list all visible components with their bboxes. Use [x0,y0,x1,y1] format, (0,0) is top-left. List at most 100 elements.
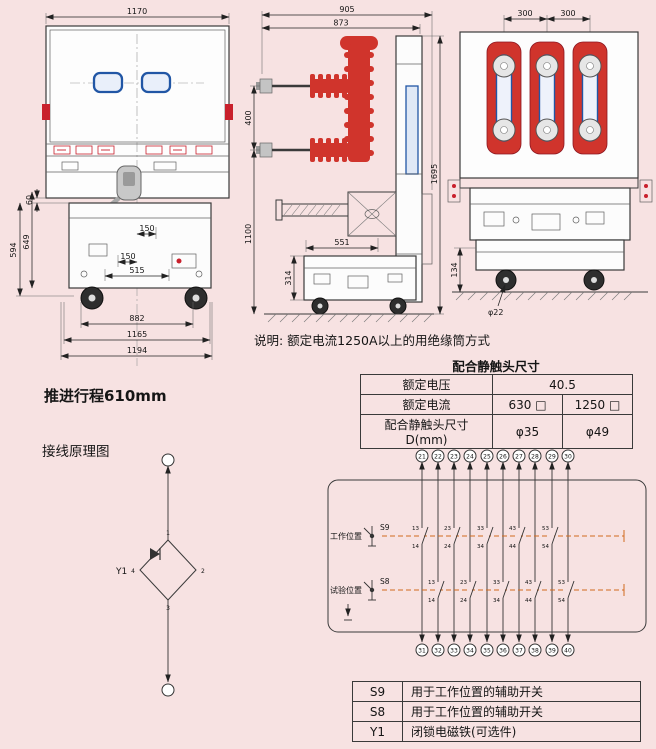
lower-bushing [256,138,350,162]
front-left-dims: 60 594 649 [9,189,74,297]
earthing-arm [275,199,349,221]
bridge-terminal-4: 4 [131,568,135,575]
panel-labels [53,145,213,155]
y1-top-terminal [161,453,175,467]
dim-label-1695: 1695 [430,164,439,184]
bottom-terminal-2: 33 [450,648,458,655]
bottom-terminal-5: 36 [499,648,507,655]
dim-label-1165: 1165 [127,330,147,339]
ground-line [264,313,434,323]
legend-desc-s9: 用于工作位置的辅助开关 [402,681,641,702]
s8-contact-4-bottom: 54 [558,598,565,604]
s8-contact-0-top: 13 [428,580,435,586]
contact-dim-35: φ35 [492,414,563,449]
top-terminal-0: 21 [418,454,426,461]
s8-contact-0-bottom: 14 [428,598,435,604]
s9-contact-0-bottom: 14 [412,544,419,550]
schematic-enclosure [327,479,647,633]
rear-dim-134: 134 [450,247,476,293]
legend-code-s9: S9 [352,681,403,702]
dim-label-134: 134 [450,262,459,277]
s8-contact-3-bottom: 44 [525,598,532,604]
dim-label-150-upper: 150 [139,224,154,233]
truck-chassis [68,202,212,289]
bottom-terminal-4: 35 [483,648,491,655]
bottom-terminal-7: 38 [531,648,539,655]
s9-contacts: 13 14 23 24 33 34 43 44 53 54 [412,526,559,550]
table-row: 配合静触头尺寸D(mm) φ35 φ49 [360,414,633,449]
dim-label-314: 314 [284,270,293,285]
s9-contact-4-top: 53 [542,526,549,532]
legend-row-y1: Y1 闭锁电磁铁(可选件) [352,721,641,742]
side-dim-314: 314 [284,255,304,301]
top-terminal-2: 23 [450,454,458,461]
s8-contact-1-top: 23 [460,580,467,586]
front-inner-dims: 150 150 515 [104,224,170,281]
legend-desc-y1: 闭锁电磁铁(可选件) [402,721,641,742]
inspection-window-right [140,71,172,94]
s8-contact-3-top: 43 [525,580,532,586]
bottom-terminal-9: 40 [564,648,572,655]
top-terminal-7: 28 [531,454,539,461]
pole-left [486,41,522,155]
legend-table: S9 用于工作位置的辅助开关 S8 用于工作位置的辅助开关 Y1 闭锁电磁铁(可… [352,681,641,742]
s8-contacts: 13 14 23 24 33 34 43 44 53 54 [428,580,575,604]
front-bottom-dims: 882 1165 1194 [60,302,213,360]
test-position-label: 试验位置 [330,585,362,595]
dim-label-551: 551 [334,238,349,247]
bottom-terminal-0: 31 [418,648,426,655]
rated-voltage-value: 40.5 [492,374,633,395]
front-wheels [80,286,208,310]
s8-position-switch [363,580,376,601]
legend-code-y1: Y1 [352,721,403,742]
dim-label-150-lower: 150 [120,252,135,261]
s9-contact-0-top: 13 [412,526,419,532]
bottom-terminal-3: 34 [466,648,474,655]
indicator-dot [176,258,182,264]
interlock-symbol [344,604,352,621]
bottom-terminal-8: 39 [548,648,556,655]
s8-contact-2-bottom: 34 [493,598,500,604]
legend-code-s8: S8 [352,701,403,722]
rated-current-630: 630 □ [492,394,563,415]
s9-contact-2-top: 33 [477,526,484,532]
top-terminal-8: 29 [548,454,556,461]
cabinet-front [42,25,233,366]
s8-contact-1-bottom: 24 [460,598,467,604]
wheel-diameter-callout: φ22 [488,284,506,317]
contact-table-title: 配合静触头尺寸 [452,359,540,374]
pole-insulator-column [340,36,378,162]
s9-contact-2-bottom: 34 [477,544,484,550]
rear-view-drawing: 300 300 [447,9,653,317]
dim-label-300-right: 300 [560,9,575,18]
bridge-terminal-1: 1 [166,530,170,537]
s9-label: S9 [380,523,390,532]
diode-symbol [150,548,161,560]
dim-label-60: 60 [25,195,34,205]
pole-middle [529,41,565,155]
dim-label-594: 594 [9,242,18,257]
work-position-label: 工作位置 [330,531,362,541]
top-terminals: 21 22 23 24 25 26 27 28 29 30 [415,449,575,463]
side-clamp-right [225,104,233,120]
insulation-note: 说明: 额定电流1250A以上的用绝缘筒方式 [254,333,491,348]
legend-desc-s8: 用于工作位置的辅助开关 [402,701,641,722]
inspection-window-left [92,71,124,94]
schematic-wires [419,461,571,643]
upper-bushing [256,74,350,98]
s9-contact-3-bottom: 44 [509,544,516,550]
mechanism-box [347,191,397,237]
legend-row-s9: S9 用于工作位置的辅助开关 [352,681,641,702]
rated-current-1250: 1250 □ [562,394,633,415]
rectifier-bridge [139,539,197,601]
rear-mechanism [469,187,631,241]
side-dim-551: 551 [305,238,379,252]
s8-contact-4-top: 53 [558,580,565,586]
side-view-drawing: 905 873 [244,5,444,323]
dim-label-1170: 1170 [127,7,147,16]
dim-label-phi22: φ22 [488,308,503,317]
dim-label-905: 905 [339,5,354,14]
top-terminal-4: 25 [483,454,491,461]
rated-voltage-label: 额定电压 [360,374,493,395]
dim-label-400: 400 [244,110,253,125]
